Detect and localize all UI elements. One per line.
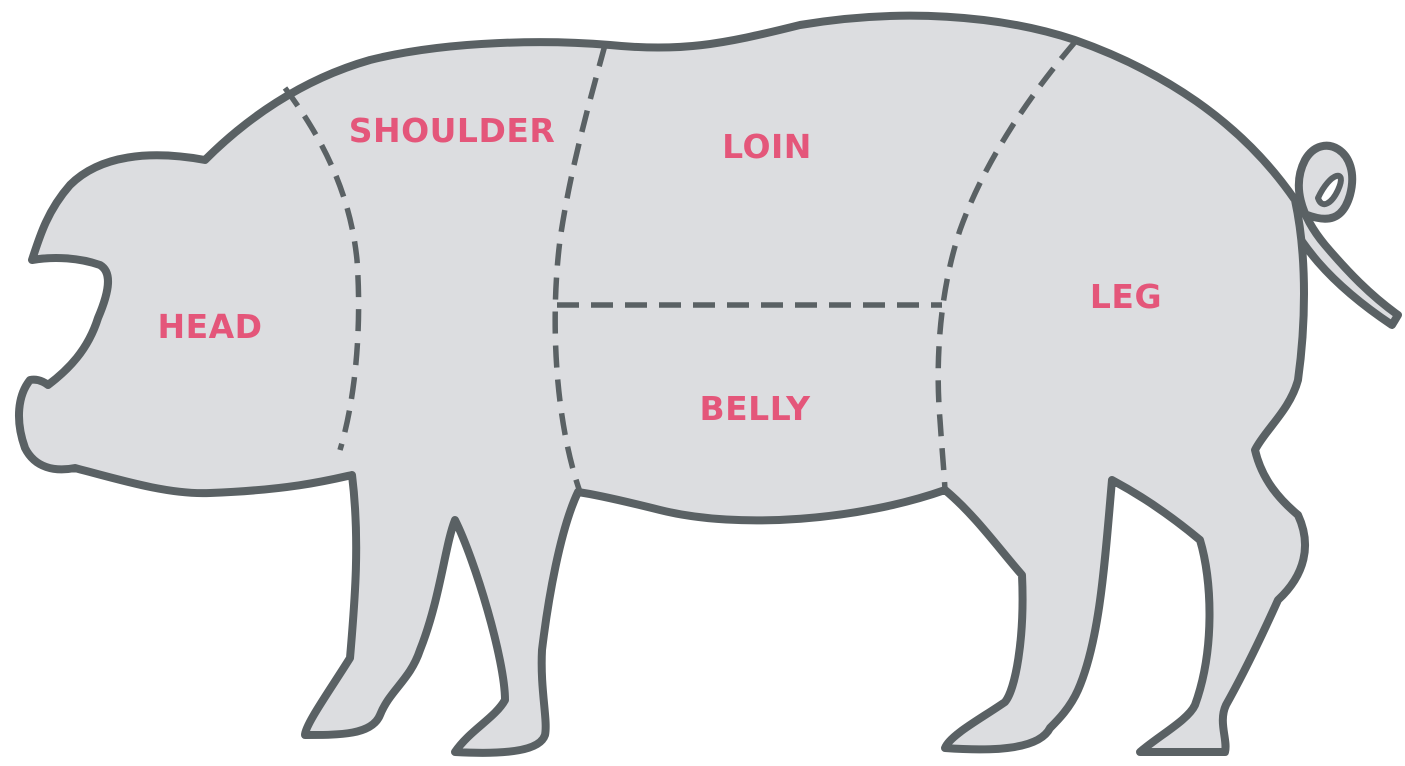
label-head: HEAD (157, 307, 262, 346)
label-belly: BELLY (699, 389, 811, 428)
pig-body-outline (19, 16, 1305, 753)
label-shoulder: SHOULDER (349, 111, 556, 150)
label-leg: LEG (1090, 277, 1162, 316)
label-loin: LOIN (722, 127, 812, 166)
